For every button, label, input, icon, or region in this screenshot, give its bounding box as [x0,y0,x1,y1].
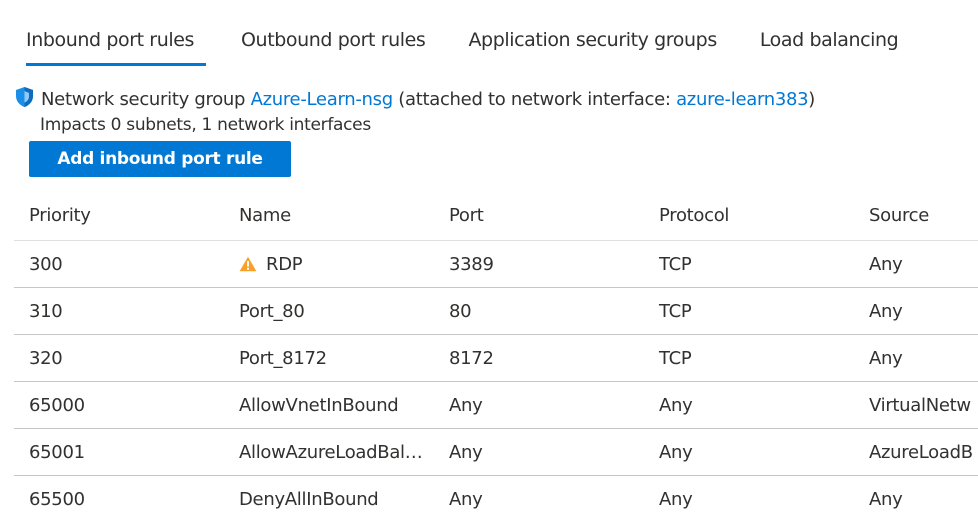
rule-name: DenyAllInBound [239,488,379,510]
cell-source: Any [869,488,903,510]
column-header-name[interactable]: Name [239,204,291,226]
cell-port: Any [449,394,483,416]
cell-source: AzureLoadB [869,441,973,463]
cell-name: Port_8172 [224,348,434,369]
cell-protocol: Any [659,394,693,416]
nsg-info-line: Network security group Azure-Learn-nsg (… [14,86,815,110]
cell-port: 3389 [449,253,494,275]
tab-application-security-groups[interactable]: Application security groups [468,29,717,51]
cell-protocol: TCP [659,253,692,275]
table-row[interactable]: 300 RDP 3389 TCP Any [14,241,978,288]
cell-name: RDP [224,254,434,275]
cell-port: 80 [449,300,472,322]
cell-priority: 300 [29,253,63,275]
rule-name: AllowVnetInBound [239,394,399,416]
nsg-label-prefix: Network security group [41,89,251,110]
table-row[interactable]: 320 Port_8172 8172 TCP Any [14,335,978,382]
cell-protocol: TCP [659,347,692,369]
rule-name: Port_80 [239,300,305,322]
tab-bar: Inbound port rules Outbound port rules A… [26,26,899,68]
nsg-label-suffix: ) [808,89,816,110]
column-header-priority[interactable]: Priority [29,204,91,226]
table-row[interactable]: 65500 DenyAllInBound Any Any Any [14,476,978,521]
warning-icon [239,256,257,272]
cell-source: VirtualNetw [869,394,971,416]
tab-inbound-port-rules[interactable]: Inbound port rules [26,26,206,66]
tab-outbound-port-rules[interactable]: Outbound port rules [241,29,426,51]
cell-port: 8172 [449,347,494,369]
cell-priority: 310 [29,300,63,322]
tab-load-balancing[interactable]: Load balancing [759,29,899,51]
rule-name: AllowAzureLoadBala... [239,441,431,463]
column-header-protocol[interactable]: Protocol [659,204,730,226]
impacts-text: Impacts 0 subnets, 1 network interfaces [40,115,371,135]
cell-priority: 320 [29,347,63,369]
table-header-row: Priority Name Port Protocol Source [14,190,978,241]
shield-icon [14,86,35,108]
column-header-source[interactable]: Source [869,204,930,226]
cell-name: AllowAzureLoadBala... [224,442,434,463]
rule-name: RDP [266,253,303,275]
nsg-label-middle: (attached to network interface: [392,89,677,110]
cell-priority: 65001 [29,441,85,463]
cell-priority: 65000 [29,394,85,416]
cell-protocol: Any [659,488,693,510]
cell-name: AllowVnetInBound [224,395,434,416]
table-row[interactable]: 65000 AllowVnetInBound Any Any VirtualNetw [14,382,978,429]
cell-source: Any [869,253,903,275]
inbound-rules-table: Priority Name Port Protocol Source 300 RD… [14,190,978,521]
table-row[interactable]: 65001 AllowAzureLoadBala... Any Any AzureLoa… [14,429,978,476]
rule-name: Port_8172 [239,347,327,369]
cell-name: Port_80 [224,301,434,322]
cell-priority: 65500 [29,488,85,510]
cell-source: Any [869,300,903,322]
cell-port: Any [449,441,483,463]
column-header-port[interactable]: Port [449,204,484,226]
cell-source: Any [869,347,903,369]
nsg-link[interactable]: Azure-Learn-nsg [250,89,394,110]
table-row[interactable]: 310 Port_80 80 TCP Any [14,288,978,335]
cell-protocol: TCP [659,300,692,322]
cell-name: DenyAllInBound [224,489,434,510]
cell-protocol: Any [659,441,693,463]
network-interface-link[interactable]: azure-learn383 [676,89,809,110]
add-inbound-port-rule-button[interactable]: Add inbound port rule [29,141,291,177]
cell-port: Any [449,488,483,510]
